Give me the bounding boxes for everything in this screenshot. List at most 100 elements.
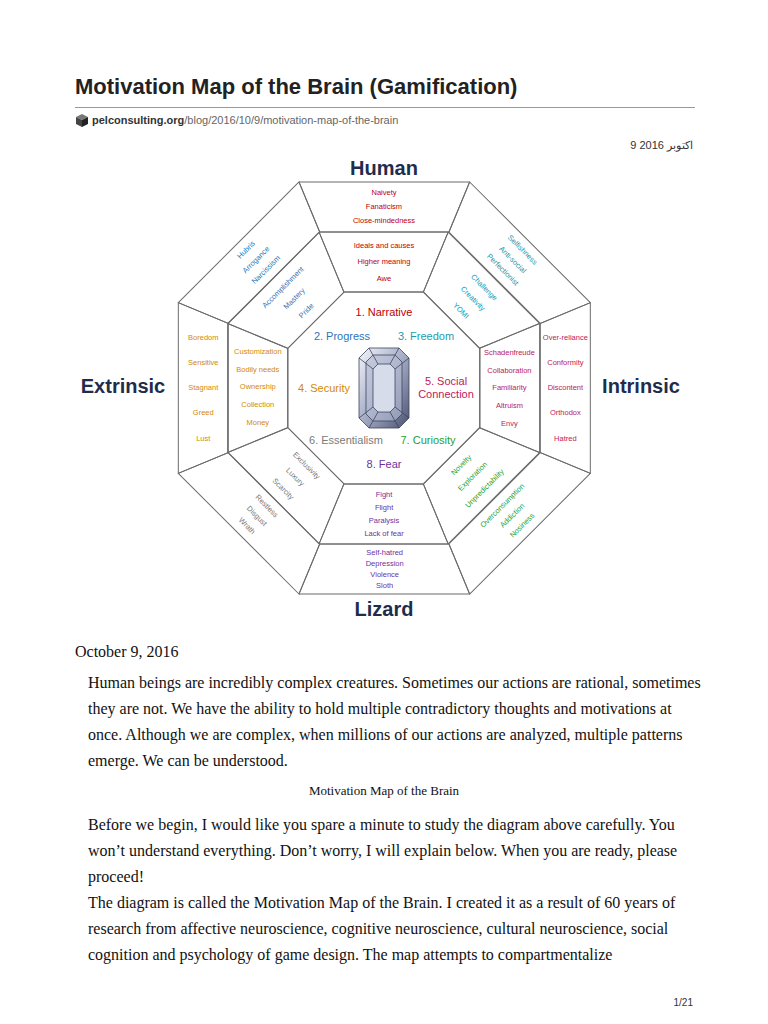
motivation-term: Fanaticism — [366, 203, 402, 211]
post-date: October 9, 2016 — [75, 642, 179, 661]
axis-heading: Human — [350, 156, 418, 180]
date-stamp: 9 2016 اكتوبر — [630, 139, 693, 152]
gem-step — [366, 355, 402, 421]
motivation-term: Paralysis — [369, 517, 399, 525]
segment-border — [178, 303, 228, 474]
axis-heading: Lizard — [355, 597, 414, 621]
motivation-term: Customization — [234, 349, 282, 357]
gem-facets — [359, 348, 409, 428]
ring-segment: BoredomSensitiveStagnantGreedLust — [178, 303, 228, 474]
motivation-category: 5. Social Connection — [414, 375, 478, 401]
segment-text-box: SelfishnessAnti-socialPerfectionist — [444, 192, 580, 328]
ring-segment: Over-relianceConformityDiscontentOrthodo… — [540, 303, 590, 474]
ring-segment: NaivetyFanaticismClose-mindedness — [299, 182, 470, 232]
motivation-term: Bodily needs — [237, 367, 280, 375]
segment-text-box: Self-hatredDepressionViolenceSloth — [312, 545, 456, 593]
segment-text-box: FightFlightParalysisLack of fear — [335, 485, 433, 543]
motivation-term: Stagnant — [188, 384, 218, 392]
motivation-term: Depression — [365, 560, 403, 568]
ring-segment: OverconsumptionAddictionNosiness — [434, 438, 590, 594]
motivation-term: Ownership — [240, 384, 276, 392]
motivation-term: Hatred — [554, 435, 577, 443]
body-paragraph: The diagram is called the Motivation Map… — [88, 890, 704, 968]
source-path: /blog/2016/10/9/motivation-map-of-the-br… — [184, 114, 398, 127]
body-paragraph: Human beings are incredibly complex crea… — [88, 670, 704, 774]
source-domain: pelconsulting.org — [92, 114, 184, 127]
motivation-category: 3. Freedom — [398, 330, 454, 343]
motivation-term: Fight — [376, 491, 393, 499]
gem-table — [373, 364, 395, 412]
motivation-term: Flight — [375, 504, 393, 512]
figure-caption: Motivation Map of the Brain — [309, 783, 459, 799]
motivation-term: Conformity — [547, 359, 583, 367]
ring-segment: SelfishnessAnti-socialPerfectionist — [434, 182, 590, 338]
motivation-category: 7. Curiosity — [400, 434, 455, 447]
segment-border — [178, 182, 334, 338]
motivation-term: Envy — [502, 420, 519, 428]
axis-heading: Extrinsic — [81, 374, 165, 398]
motivation-term: Close-mindedness — [353, 217, 415, 225]
motivation-term: Over-reliance — [542, 334, 587, 342]
segment-border — [299, 182, 470, 232]
core-border — [288, 292, 480, 484]
segment-border — [319, 484, 448, 544]
ring-segment: CustomizationBodily needsOwnershipCollec… — [228, 323, 288, 452]
segment-text-box: NaivetyFanaticismClose-mindedness — [312, 183, 456, 231]
motivation-term: Orthodox — [550, 409, 581, 417]
icon-face — [82, 117, 88, 127]
core-octagon: 1. Narrative 2. Progress 3. Freedom 4. Secu… — [288, 292, 480, 484]
motivation-term: Collaboration — [488, 367, 532, 375]
motivation-category: 1. Narrative — [356, 306, 413, 319]
motivation-term: Altruism — [496, 402, 523, 410]
motivation-term: YOMI — [452, 301, 471, 320]
motivation-term: Violence — [370, 571, 399, 579]
segment-border — [228, 410, 362, 544]
motivation-term: Money — [247, 420, 270, 428]
motivation-term: Greed — [193, 409, 214, 417]
segment-text-box: Ideals and causesHigher meaningAwe — [335, 233, 433, 291]
site-icon — [76, 114, 88, 127]
motivation-term: Lack of fear — [364, 530, 403, 538]
page-title: Motivation Map of the Brain (Gamificatio… — [75, 74, 517, 100]
page-number: 1/21 — [674, 997, 693, 1009]
segment-text-box: Over-relianceConformityDiscontentOrthodo… — [541, 316, 589, 460]
ring-segment: RestlessDisgustWrath — [178, 438, 334, 594]
motivation-term: Wrath — [237, 516, 256, 535]
motivation-term: Schadenfreude — [485, 349, 536, 357]
motivation-category: 4. Security — [298, 382, 350, 395]
segment-text-box: CustomizationBodily needsOwnershipCollec… — [229, 339, 287, 437]
motivation-term: Discontent — [547, 384, 582, 392]
motivation-term: Sensitive — [188, 359, 218, 367]
gem-outline — [359, 348, 409, 428]
body-paragraph: Before we begin, I would like you spare … — [88, 812, 704, 890]
motivation-term: Luxury — [284, 466, 305, 487]
motivation-term: Awe — [377, 275, 391, 283]
motivation-term: Naivety — [371, 189, 396, 197]
segment-border — [406, 410, 540, 544]
ring-segment: Ideals and causesHigher meaningAwe — [319, 232, 448, 292]
segment-text-box: OverconsumptionAddictionNosiness — [444, 448, 580, 584]
ring-segment: SchadenfreudeCollaborationFamiliarityAlt… — [480, 323, 540, 452]
axis-heading: Intrinsic — [602, 374, 680, 398]
motivation-term: Ideals and causes — [354, 242, 414, 250]
segment-text-box: SchadenfreudeCollaborationFamiliarityAlt… — [481, 339, 539, 437]
motivation-term: Sloth — [375, 582, 392, 590]
segment-border — [228, 232, 362, 366]
motivation-term: Familiarity — [493, 384, 527, 392]
motivation-category: 2. Progress — [314, 330, 370, 343]
segment-border — [540, 303, 590, 474]
segment-text-box: BoredomSensitiveStagnantGreedLust — [179, 316, 227, 460]
segment-border — [178, 438, 334, 594]
motivation-term: Higher meaning — [358, 258, 411, 266]
motivation-term: Collection — [242, 402, 275, 410]
motivation-term: Boredom — [188, 334, 218, 342]
segment-border — [434, 182, 590, 338]
ring-segment: HubrisArroganceNarcissism — [178, 182, 334, 338]
segment-border — [480, 323, 540, 452]
ring-segment: FightFlightParalysisLack of fear — [319, 484, 448, 544]
motivation-category: 8. Fear — [367, 458, 402, 471]
motivation-category: 6. Essentialism — [309, 434, 383, 447]
segment-border — [228, 323, 288, 452]
motivation-term: Lust — [196, 435, 210, 443]
